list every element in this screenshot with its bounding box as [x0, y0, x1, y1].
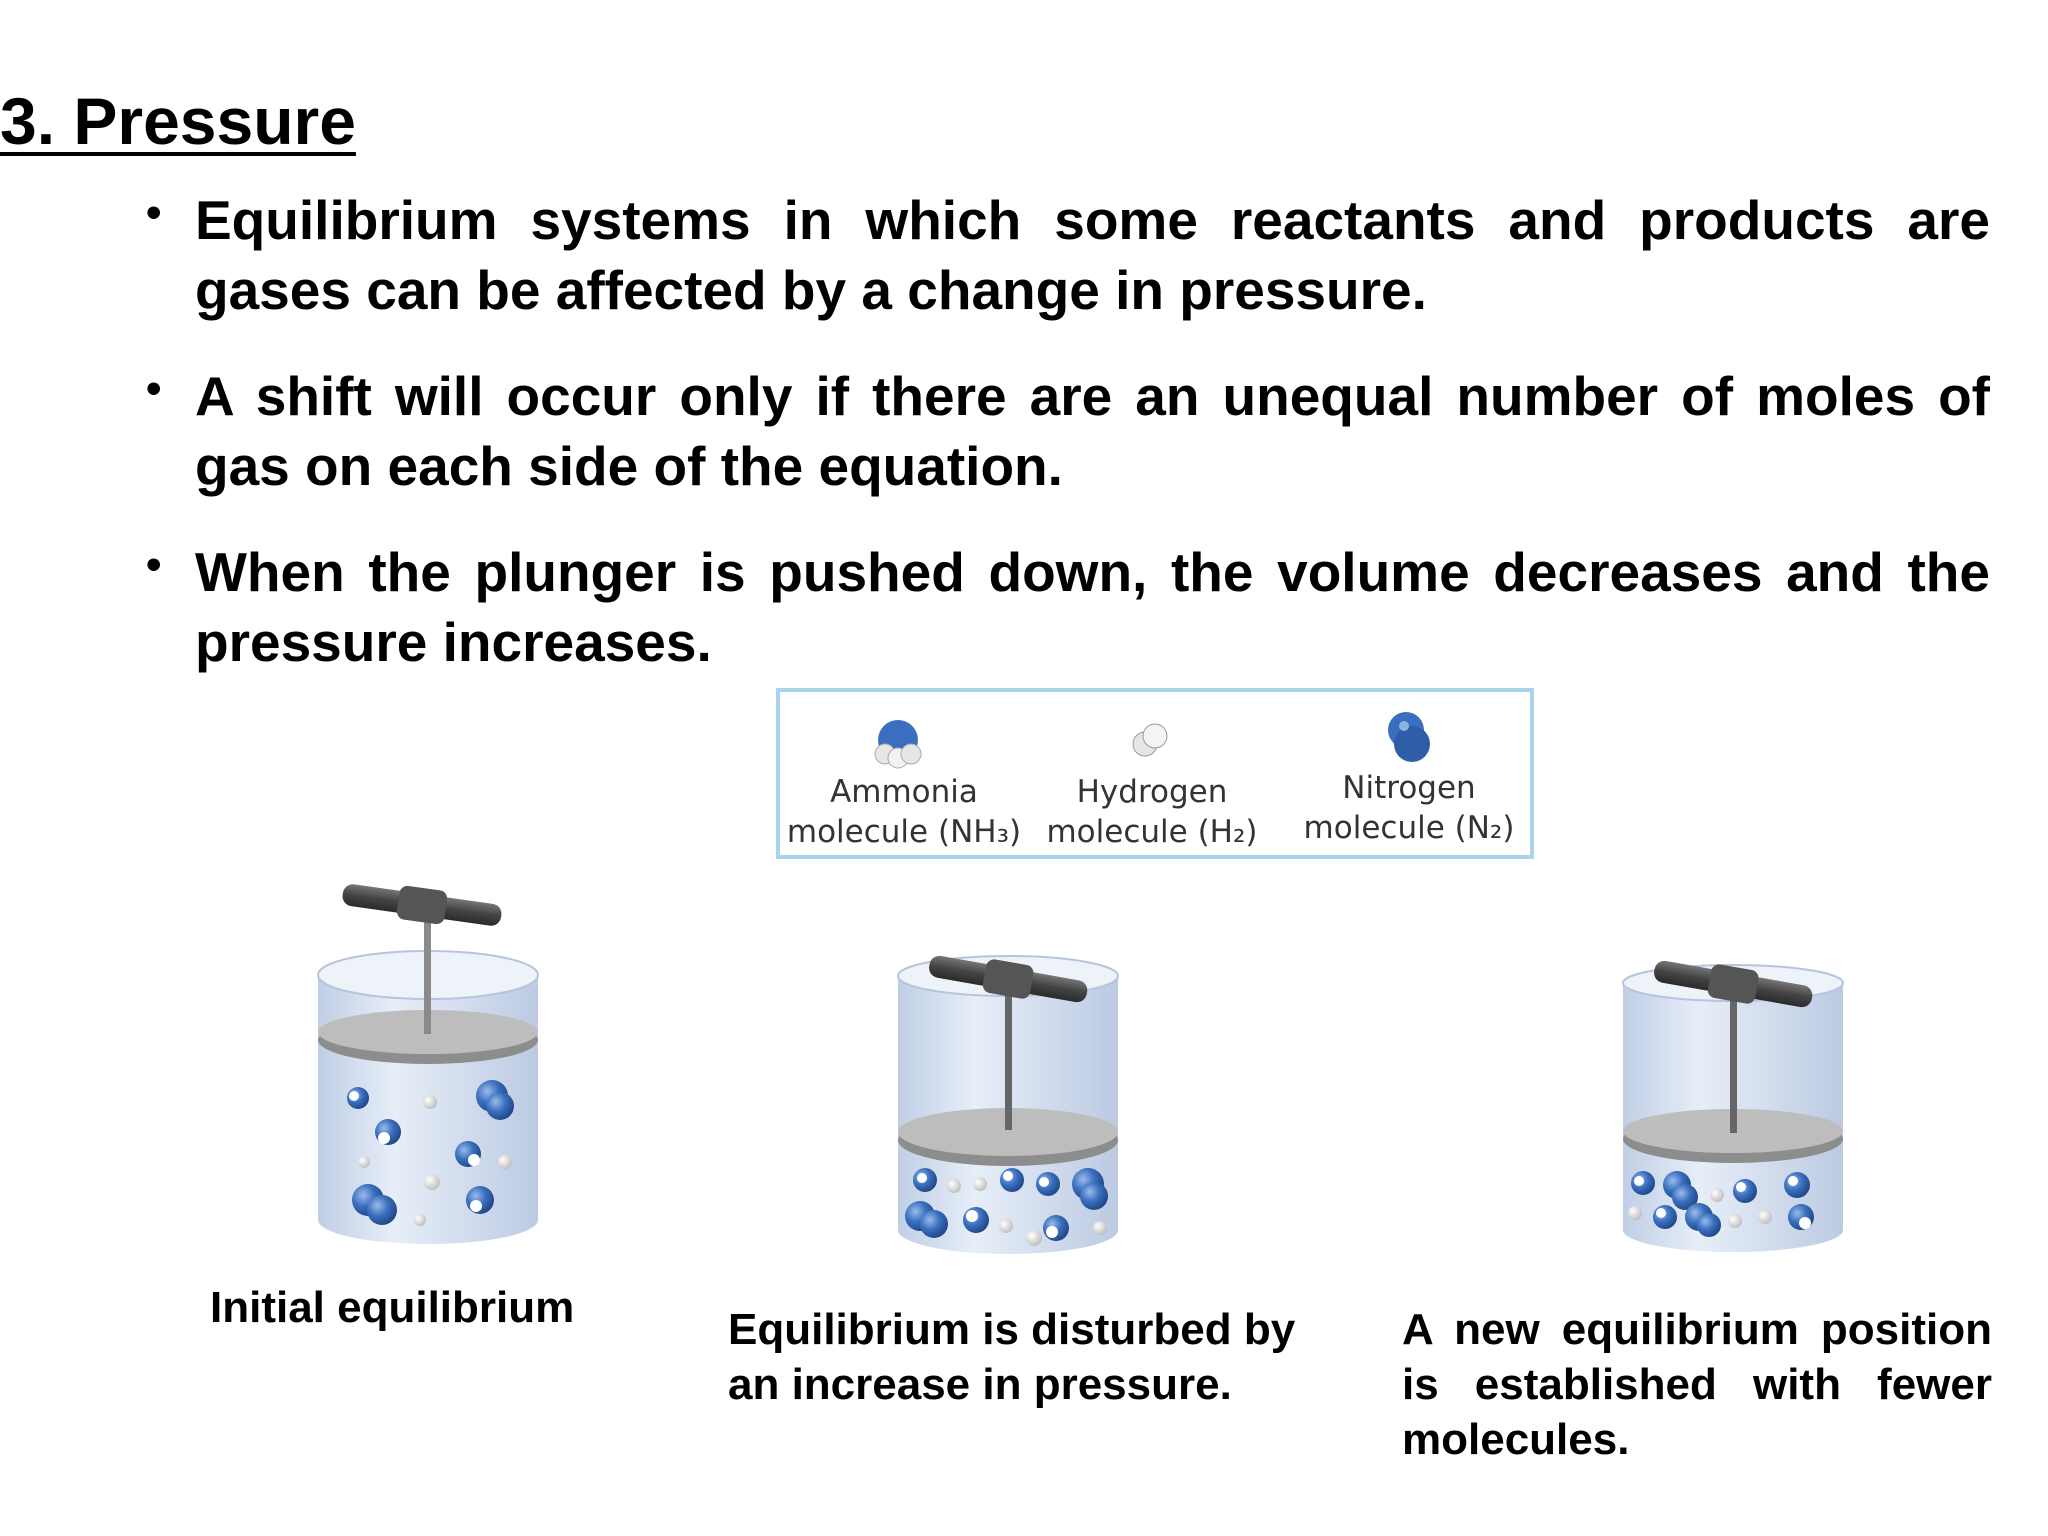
bullet-dot-icon: • [146, 540, 162, 589]
ammonia-molecule-icon [874, 720, 922, 769]
cylinder-initial-equilibrium [317, 884, 539, 1244]
legend-item-nitrogen: Nitrogen molecule (N₂) [1285, 692, 1535, 855]
bullet-dot-icon: • [146, 364, 162, 413]
bullet-text: When the plunger is pushed down, the vol… [195, 541, 1990, 673]
legend-label-ammonia: Ammonia molecule (NH₃) [786, 774, 1022, 850]
page-title: 3. Pressure [0, 84, 356, 158]
molecules [905, 1168, 1108, 1246]
legend-item-ammonia: Ammonia molecule (NH₃) [780, 692, 1030, 855]
plunger-handle [1654, 960, 1813, 1008]
bullet-item: • Equilibrium systems in which some reac… [140, 185, 1990, 325]
molecules [347, 1080, 514, 1226]
bullet-dot-icon: • [146, 188, 162, 237]
molecules [1628, 1171, 1814, 1237]
cylinder-disturbed-equilibrium [897, 955, 1119, 1254]
bullet-text: Equilibrium systems in which some reacta… [195, 189, 1990, 321]
caption-new-equilibrium: A new equilibrium position is establishe… [1402, 1305, 1992, 1464]
hydrogen-molecule-icon [1132, 723, 1168, 757]
plunger-rod [1005, 980, 1012, 1130]
plunger-rod [1730, 985, 1737, 1133]
plunger-handle [342, 884, 502, 926]
cylinder-new-equilibrium [1622, 960, 1844, 1252]
legend-label-hydrogen: Hydrogen molecule (H₂) [1046, 774, 1258, 850]
bullet-list: • Equilibrium systems in which some reac… [140, 185, 1990, 713]
bullet-text: A shift will occur only if there are an … [195, 365, 1990, 497]
plunger-rod [424, 910, 431, 1034]
caption-disturbed: Equilibrium is disturbed by an increase … [728, 1305, 1296, 1409]
caption-initial: Initial equilibrium [210, 1283, 575, 1332]
legend-item-hydrogen: Hydrogen molecule (H₂) [1030, 692, 1280, 855]
bullet-item: • When the plunger is pushed down, the v… [140, 537, 1990, 677]
plunger-handle [929, 955, 1088, 1003]
nitrogen-molecule-icon [1388, 712, 1430, 762]
bullet-item: • A shift will occur only if there are a… [140, 361, 1990, 501]
legend-label-nitrogen: Nitrogen molecule (N₂) [1303, 770, 1515, 846]
plunger-disc-top [898, 1108, 1118, 1156]
molecule-legend: Ammonia molecule (NH₃) Hydrogen molecule… [776, 688, 1534, 859]
